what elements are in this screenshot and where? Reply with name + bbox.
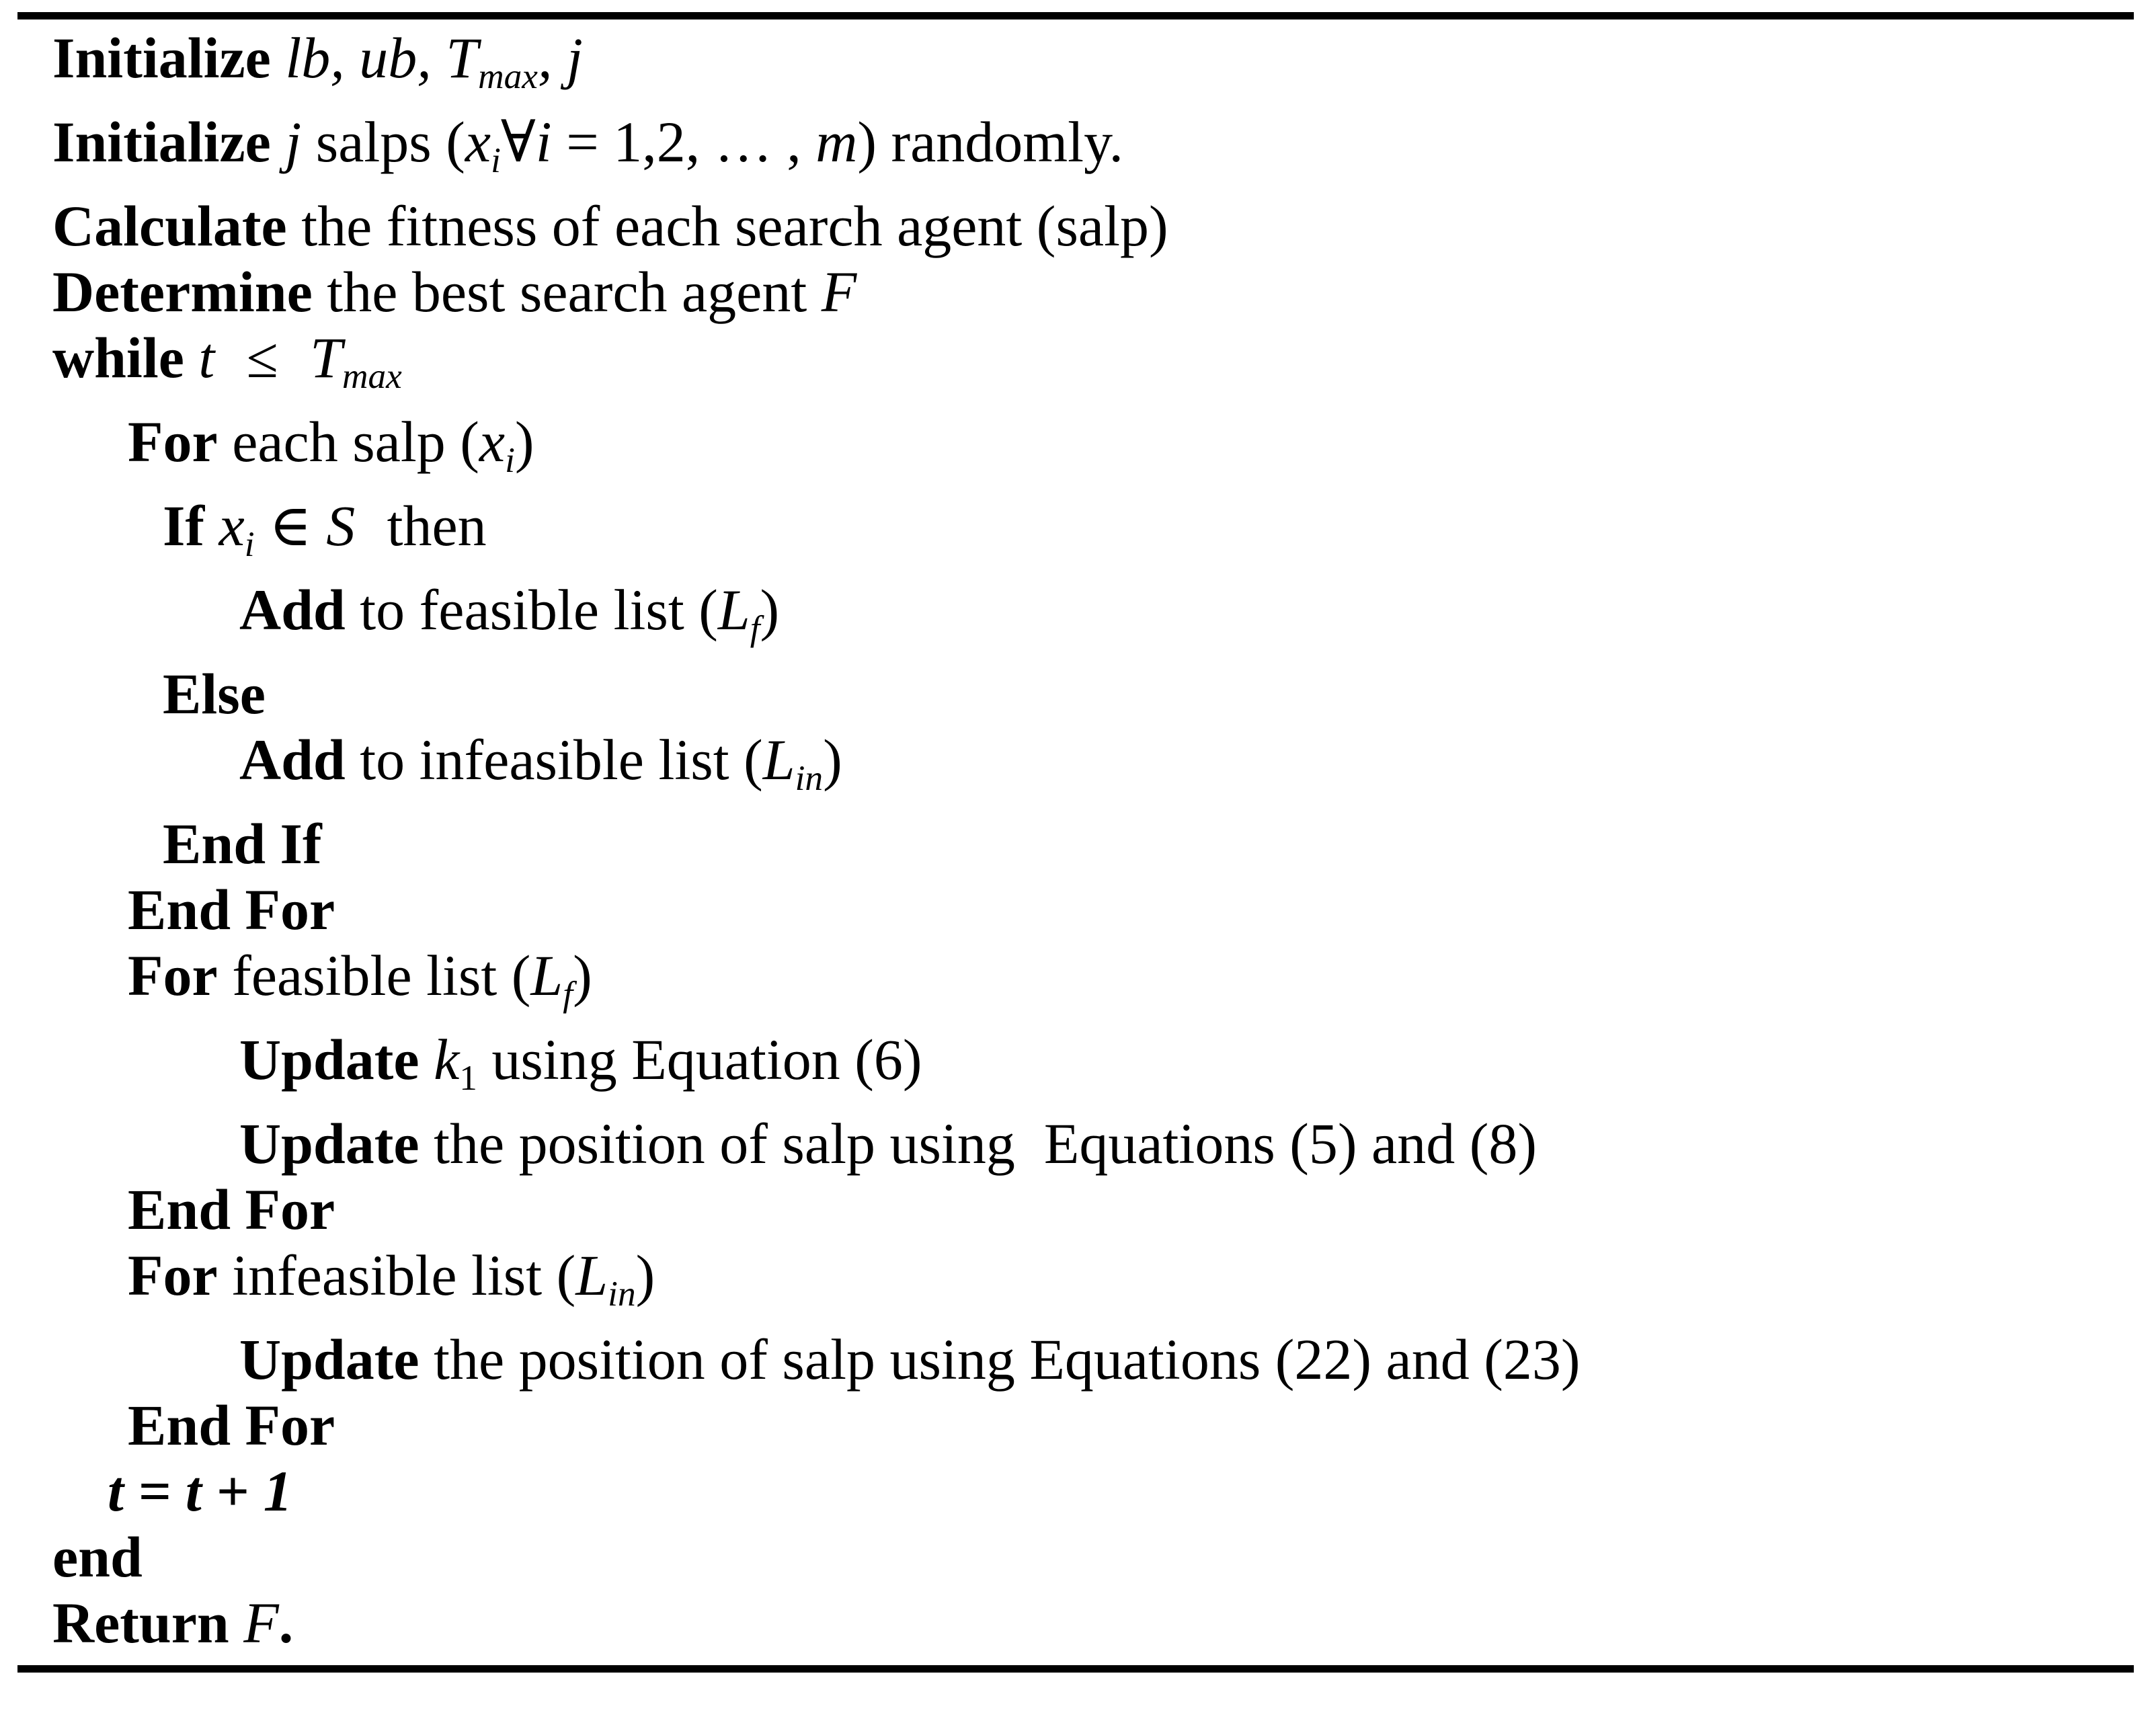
line-for-feasible-list: For feasible list (Lf) <box>128 942 592 1014</box>
text-to-infeasible-list: to infeasible list ( <box>360 727 763 792</box>
line-end-for-feasible: End For <box>0 1176 2156 1242</box>
var-lb: lb <box>285 26 331 90</box>
keyword-add: Add <box>239 727 346 792</box>
text-update-pos-eq-22-23: the position of salp using Equations (22… <box>434 1326 1581 1392</box>
var-Lf: Lf <box>530 942 573 1014</box>
keyword-initialize: Initialize <box>52 109 271 174</box>
keyword-end-for: End For <box>128 1392 335 1457</box>
var-m: m <box>815 109 858 174</box>
var-F: F <box>821 259 857 324</box>
line-end-if: End If <box>0 811 2156 877</box>
var-Lin: Lin <box>762 727 824 798</box>
algorithm-pseudocode-block: Initialize lb, ub, Tmax, j Initialize j … <box>0 12 2156 1725</box>
text-feasible-list: feasible list ( <box>232 942 531 1008</box>
text-using-equation-6: using Equation (6) <box>491 1027 922 1092</box>
top-rule-divider <box>17 12 2134 19</box>
line-calculate-fitness: Calculate the fitness of each search age… <box>0 193 2156 259</box>
text-then: then <box>387 493 487 558</box>
var-j: j <box>285 109 302 174</box>
line-update-pos-feasible: Update the position of salp using Equati… <box>0 1111 2156 1176</box>
expr-t-increment: t = t + 1 <box>108 1458 292 1523</box>
keyword-while: while <box>52 325 184 390</box>
bottom-rule-divider <box>17 1664 2134 1673</box>
keyword-for: For <box>128 942 218 1008</box>
keyword-determine: Determine <box>52 259 313 324</box>
keyword-for: For <box>128 409 218 474</box>
var-Lin: Lin <box>575 1242 636 1314</box>
line-while-loop: while t≤Tmax <box>52 325 402 396</box>
line-determine-best: Determine the best search agent F <box>0 259 2156 325</box>
line-increment-t: t = t + 1 <box>0 1458 2156 1524</box>
var-k1: k1 <box>434 1027 477 1098</box>
var-t: t <box>198 325 215 390</box>
var-j: j <box>566 26 583 90</box>
line-return-f: Return F. <box>52 1590 294 1655</box>
keyword-for: For <box>128 1242 218 1308</box>
keyword-update: Update <box>239 1111 420 1176</box>
keyword-add: Add <box>239 577 346 642</box>
line-else: Else <box>0 661 2156 727</box>
keyword-end: end <box>52 1524 143 1589</box>
line-initialize-params: Initialize lb, ub, Tmax, j <box>52 26 583 96</box>
line-initialize-salps: Initialize j salps (xi∀i = 1,2, … , m) r… <box>52 109 1123 180</box>
var-xi: xi <box>465 109 501 180</box>
line-for-infeasible-list: For infeasible list (Lin) <box>128 1242 655 1314</box>
var-i: i <box>535 109 552 174</box>
line-if-feasible: If xi ∈ S then <box>163 493 487 564</box>
var-S: S <box>326 493 356 558</box>
text-infeasible-list: infeasible list ( <box>232 1242 576 1308</box>
text-to-feasible-list: to feasible list ( <box>360 577 718 642</box>
keyword-end-for: End For <box>128 1176 335 1242</box>
line-update-pos-infeasible: Update the position of salp using Equati… <box>0 1326 2156 1392</box>
pseudocode-lines: Initialize lb, ub, Tmax, j Initialize j … <box>0 25 2156 1656</box>
var-ub: ub <box>359 26 417 90</box>
keyword-end-if: End If <box>163 811 322 876</box>
keyword-if: If <box>163 493 205 558</box>
text-fitness: the fitness of each search agent (salp) <box>301 193 1168 258</box>
text-salps: salps ( <box>315 109 465 174</box>
keyword-else: Else <box>163 661 266 726</box>
var-Lf: Lf <box>717 577 760 648</box>
keyword-initialize: Initialize <box>52 26 271 90</box>
var-xi: xi <box>479 409 515 480</box>
text-each-salp: each salp ( <box>232 409 479 474</box>
line-add-feasible: Add to feasible list (Lf) <box>239 577 780 648</box>
keyword-end-for: End For <box>128 877 335 942</box>
keyword-update: Update <box>239 1027 420 1092</box>
line-update-k1: Update k1 using Equation (6) <box>0 1027 2156 1111</box>
var-tmax: Tmax <box>310 325 402 396</box>
keyword-update: Update <box>239 1326 420 1392</box>
text-best-agent: the best search agent <box>327 259 822 324</box>
line-end-while: end <box>0 1524 2156 1590</box>
keyword-calculate: Calculate <box>52 193 287 258</box>
line-end-for-salps: End For <box>0 877 2156 942</box>
line-add-infeasible: Add to infeasible list (Lin) <box>239 727 842 798</box>
var-F: F <box>243 1590 279 1655</box>
var-xi: xi <box>218 493 255 564</box>
keyword-return: Return <box>52 1590 229 1655</box>
line-end-for-infeasible: End For <box>0 1392 2156 1458</box>
line-for-each-salp: For each salp (xi) <box>128 409 534 480</box>
text-update-pos-eq-5-8: the position of salp using Equations (5)… <box>434 1111 1538 1176</box>
var-tmax: Tmax <box>446 26 538 96</box>
